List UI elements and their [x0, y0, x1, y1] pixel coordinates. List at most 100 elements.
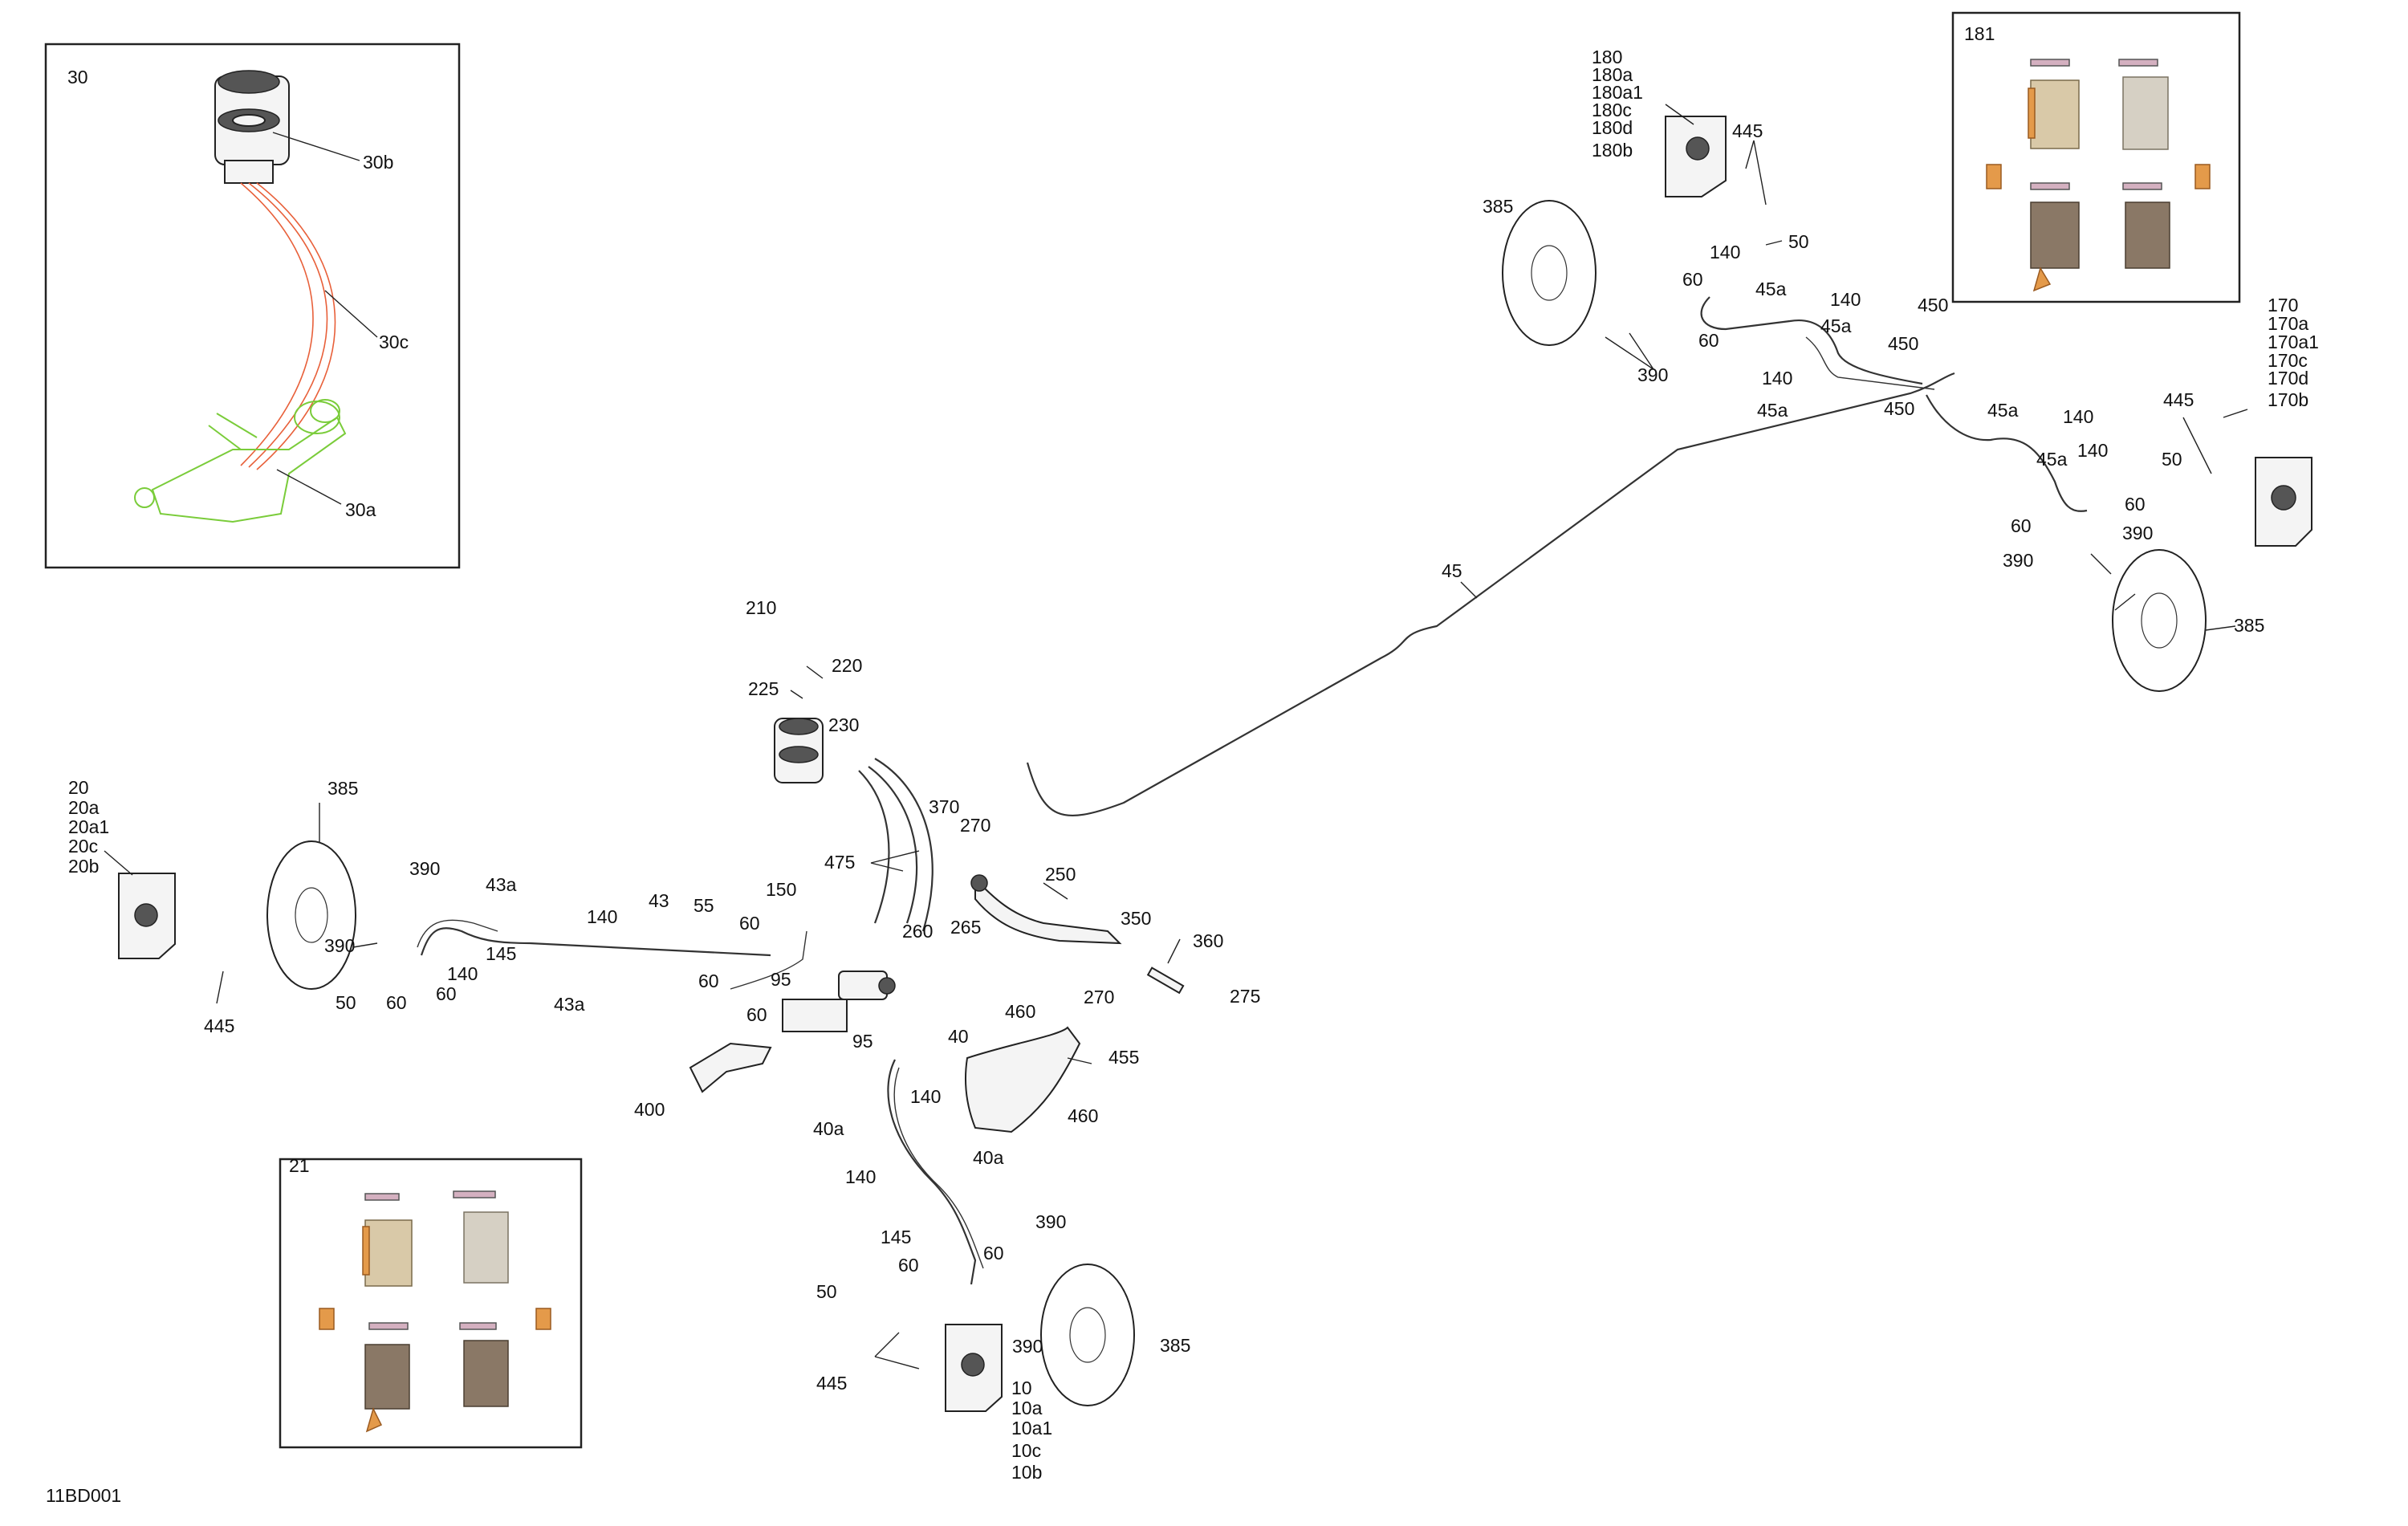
callout-10a1: 10a1	[1011, 1418, 1052, 1439]
callout-20a1: 20a1	[68, 816, 109, 837]
callout-170a: 170a	[2268, 313, 2308, 334]
label-450: 450	[1918, 295, 1948, 315]
label-30c: 30c	[379, 332, 409, 352]
label-43: 43	[649, 890, 669, 911]
label-390: 390	[2122, 523, 2153, 543]
label-50: 50	[2162, 449, 2182, 470]
label-60: 60	[983, 1243, 1004, 1264]
inset-181-title: 181	[1964, 23, 1995, 44]
callout-rl-caliper: 170 170a 170a1 170c 170d 170b	[2268, 295, 2319, 410]
label-40: 40	[948, 1026, 969, 1047]
brake-pedal-250	[970, 874, 1122, 945]
leader-lines	[104, 104, 2248, 1369]
label-260: 260	[902, 921, 933, 942]
label-55: 55	[694, 895, 714, 916]
label-220: 220	[832, 655, 862, 676]
callout-170b: 170b	[2268, 389, 2308, 410]
label-45a: 45a	[1820, 315, 1852, 336]
label-145: 145	[881, 1227, 911, 1247]
label-60: 60	[898, 1255, 919, 1276]
label-265: 265	[950, 917, 981, 938]
reservoir-30b	[214, 70, 290, 184]
label-60: 60	[436, 983, 457, 1004]
label-460: 460	[1005, 1001, 1035, 1022]
brake-disc-rear-left	[2112, 549, 2207, 692]
label-50: 50	[816, 1281, 837, 1302]
label-390: 390	[1012, 1336, 1043, 1357]
label-60: 60	[746, 1004, 767, 1025]
label-140: 140	[587, 906, 617, 927]
callout-180d: 180d	[1592, 117, 1633, 138]
callout-20a: 20a	[68, 797, 100, 818]
label-225: 225	[748, 678, 779, 699]
callout-10a: 10a	[1011, 1398, 1043, 1418]
label-250: 250	[1045, 864, 1076, 885]
label-45a: 45a	[2036, 449, 2068, 470]
inset-master-cylinder: 30 30b 30c 30a	[44, 43, 461, 569]
inset-21-frame	[279, 1158, 583, 1449]
label-210: 210	[746, 597, 776, 618]
label-385: 385	[2234, 615, 2264, 636]
label-50: 50	[336, 992, 356, 1013]
label-43a: 43a	[554, 994, 585, 1015]
label-140: 140	[2063, 406, 2093, 427]
callout-20b: 20b	[68, 856, 99, 877]
master-cylinder-95	[782, 971, 896, 1032]
caliper-front-left-20	[118, 873, 176, 959]
label-95: 95	[852, 1031, 873, 1052]
label-445: 445	[816, 1373, 847, 1394]
label-275: 275	[1230, 986, 1260, 1007]
label-390: 390	[324, 935, 355, 956]
label-60: 60	[2011, 515, 2032, 536]
label-43a: 43a	[486, 874, 517, 895]
label-350: 350	[1121, 908, 1151, 929]
label-45: 45	[1442, 560, 1462, 581]
label-445: 445	[1732, 120, 1763, 141]
callout-10b: 10b	[1011, 1462, 1042, 1483]
label-50: 50	[1788, 231, 1809, 252]
callout-170: 170	[2268, 295, 2298, 315]
label-370: 370	[929, 796, 959, 817]
callout-180c: 180c	[1592, 100, 1632, 120]
label-390: 390	[1637, 364, 1668, 385]
inset-181-frame	[1951, 11, 2241, 303]
label-390: 390	[2003, 550, 2033, 571]
callout-20: 20	[68, 777, 89, 798]
label-270: 270	[960, 815, 990, 836]
label-385: 385	[327, 778, 358, 799]
brake-disc-rear-right	[1502, 200, 1597, 346]
label-95: 95	[771, 969, 791, 990]
label-140: 140	[447, 963, 478, 984]
label-140: 140	[910, 1086, 941, 1107]
label-140: 140	[1762, 368, 1792, 389]
label-60: 60	[739, 913, 760, 934]
label-475: 475	[824, 852, 855, 873]
label-460: 460	[1068, 1105, 1098, 1126]
callout-180: 180	[1592, 47, 1622, 67]
caliper-rear-right-180	[1665, 116, 1727, 197]
caliper-rear-left-170	[2255, 457, 2312, 547]
callout-180a: 180a	[1592, 64, 1633, 85]
inset-30-frame	[44, 43, 461, 569]
label-60: 60	[386, 992, 407, 1013]
callout-fl-caliper: 20 20a 20a1 20c 20b	[68, 777, 109, 877]
master-cylinder-30a	[134, 399, 347, 523]
part-labels: 445 385 50 140 60 45a 140 45a 60 390 450…	[46, 120, 2264, 1506]
reservoir-assembly-230	[774, 718, 824, 783]
label-400: 400	[634, 1099, 665, 1120]
label-60: 60	[1682, 269, 1703, 290]
label-145: 145	[486, 943, 516, 964]
callout-10c: 10c	[1011, 1440, 1041, 1461]
label-390: 390	[1035, 1211, 1066, 1232]
label-140: 140	[1710, 242, 1740, 262]
inset-21-title: 21	[289, 1155, 310, 1176]
callout-170d: 170d	[2268, 368, 2308, 389]
inset-rear-brake-pads: 181	[1951, 11, 2241, 303]
label-40a: 40a	[973, 1147, 1004, 1168]
callout-10: 10	[1011, 1377, 1032, 1398]
heat-shield-455	[965, 1026, 1081, 1133]
label-60: 60	[2125, 494, 2146, 515]
label-455: 455	[1108, 1047, 1139, 1068]
brake-disc-front-right	[1040, 1264, 1135, 1406]
